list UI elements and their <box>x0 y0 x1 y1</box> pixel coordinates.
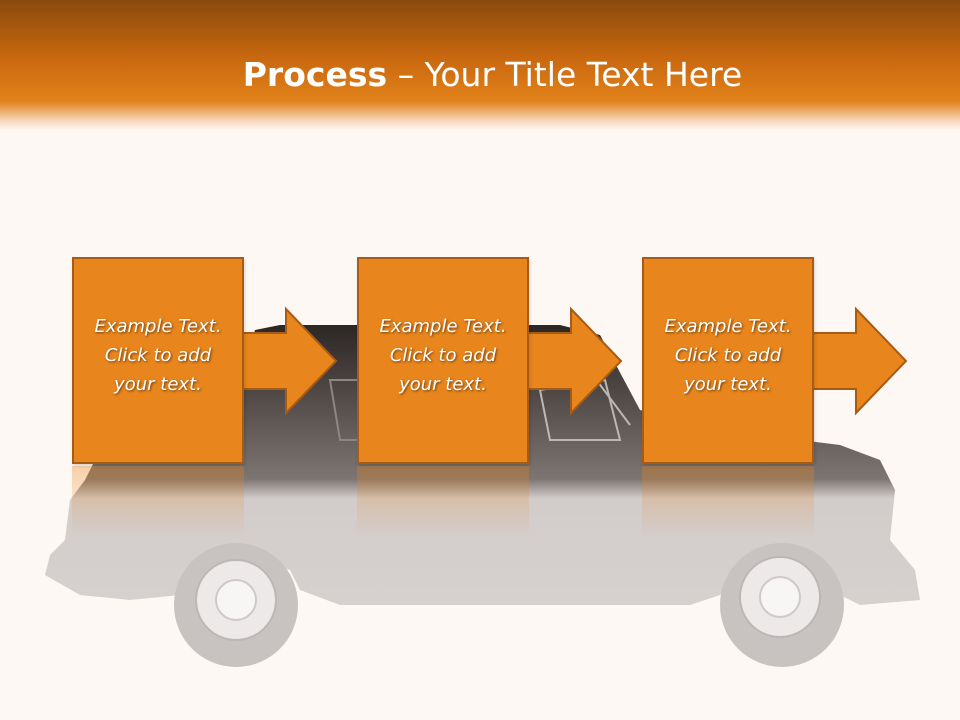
arrow-right-icon <box>242 306 338 416</box>
slide-title[interactable]: Process – Your Title Text Here <box>0 52 960 98</box>
step-reflection <box>642 466 814 536</box>
step-box-3[interactable]: Example Text. Click to add your text. <box>642 257 814 464</box>
step-box-2[interactable]: Example Text. Click to add your text. <box>357 257 529 464</box>
title-bold-part: Process <box>242 55 388 94</box>
step-text-1[interactable]: Example Text. Click to add your text. <box>94 316 222 395</box>
step-box-1[interactable]: Example Text. Click to add your text. <box>72 257 244 464</box>
step-reflection <box>357 466 529 536</box>
arrow-right-icon <box>812 306 908 416</box>
step-reflection <box>72 466 244 536</box>
title-rest-part: – Your Title Text Here <box>387 55 743 94</box>
title-banner <box>0 0 960 130</box>
rear-wheel <box>174 543 298 667</box>
front-wheel <box>720 543 844 667</box>
step-text-2[interactable]: Example Text. Click to add your text. <box>379 316 507 395</box>
arrow-right-icon <box>527 306 623 416</box>
step-text-3[interactable]: Example Text. Click to add your text. <box>664 316 792 395</box>
